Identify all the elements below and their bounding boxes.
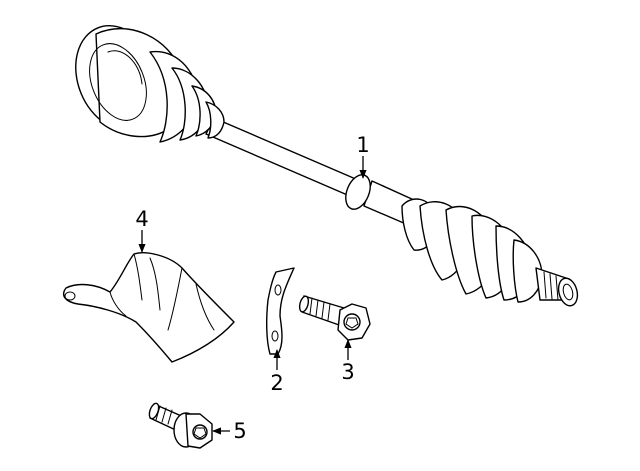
- callout-label-3: 3: [341, 360, 354, 384]
- bolt: [298, 295, 371, 341]
- bolt-with-washer: [148, 402, 213, 449]
- axle-shaft-assembly: [75, 25, 579, 307]
- callout-label-1: 1: [356, 133, 369, 157]
- callout-label-4: 4: [135, 207, 148, 231]
- callout-3: 3: [341, 339, 355, 384]
- callout-label-2: 2: [270, 371, 283, 395]
- callout-label-5: 5: [233, 419, 246, 443]
- callout-1: 1: [356, 133, 370, 179]
- heat-shield: [62, 252, 235, 363]
- callout-2: 2: [270, 349, 284, 395]
- callout-4: 4: [135, 207, 149, 253]
- bracket: [265, 267, 295, 355]
- callout-5: 5: [212, 419, 247, 443]
